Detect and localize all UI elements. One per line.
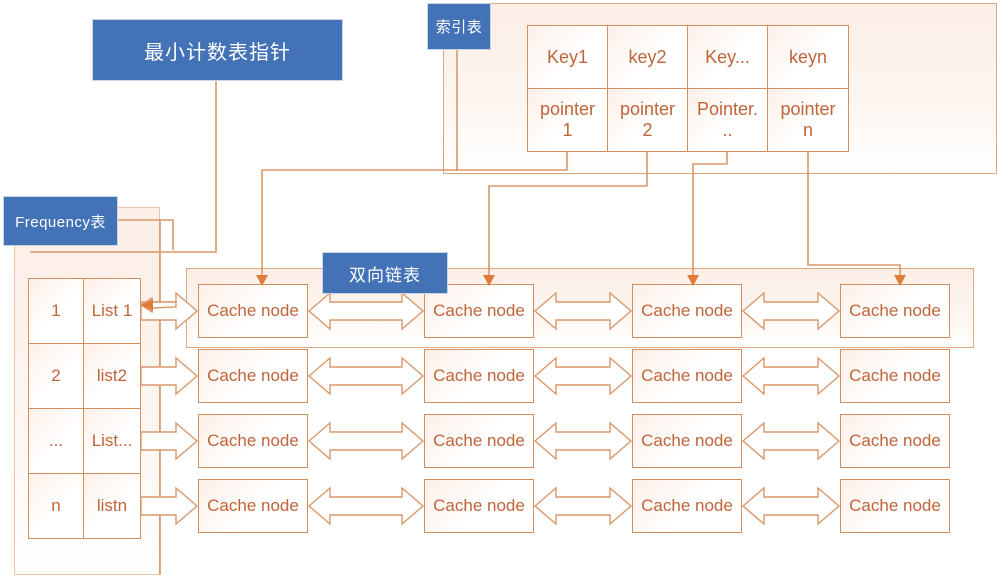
frequency-list-cell-1: List 1: [83, 278, 141, 344]
cache-node-r2-c2: Cache node: [424, 349, 534, 403]
cache-node-label: Cache node: [849, 496, 941, 516]
double-arrow-r4-1-2: [307, 486, 425, 526]
index-pointer-cell-3: Pointer. ..: [687, 88, 768, 152]
cache-node-label: Cache node: [207, 301, 299, 321]
label-min-count-pointer: 最小计数表指针: [92, 19, 343, 81]
cache-node-label: Cache node: [641, 431, 733, 451]
cache-node-label: Cache node: [207, 431, 299, 451]
index-pointer-text-2a: pointer: [619, 99, 676, 120]
double-arrow-r1-2-3: [533, 291, 633, 331]
double-arrow-r2-3-4: [741, 356, 841, 396]
cache-node-label: Cache node: [641, 301, 733, 321]
frequency-count-text-2: 2: [51, 366, 61, 386]
cache-node-r4-c3: Cache node: [632, 479, 742, 533]
cache-node-r4-c1: Cache node: [198, 479, 308, 533]
arrowhead-pointer-2: [483, 275, 495, 286]
index-key-text-4: keyn: [788, 46, 828, 67]
line-min-count-pointer: [30, 79, 217, 253]
cache-node-r1-c4: Cache node: [840, 284, 950, 338]
index-pointer-text-1a: pointer: [539, 99, 596, 120]
cache-node-label: Cache node: [849, 366, 941, 386]
line-pointer-1: [261, 152, 568, 283]
index-pointer-text-2b: 2: [642, 120, 653, 140]
line-frequency-label-stem: [116, 219, 174, 250]
frequency-list-text-3: List...: [91, 431, 133, 451]
double-arrow-r1-1-2: [307, 291, 425, 331]
double-arrow-r4-3-4: [741, 486, 841, 526]
cache-node-r1-c2: Cache node: [424, 284, 534, 338]
frequency-count-text-1: 1: [51, 301, 61, 321]
index-key-cell-4: keyn: [767, 25, 849, 89]
double-arrow-r2-2-3: [533, 356, 633, 396]
cache-node-r3-c3: Cache node: [632, 414, 742, 468]
arrowhead-pointer-n: [894, 275, 906, 286]
cache-node-label: Cache node: [849, 301, 941, 321]
cache-node-label: Cache node: [433, 301, 525, 321]
label-frequency-table-text: Frequency表: [15, 213, 106, 231]
frequency-count-cell-1: 1: [28, 278, 84, 344]
double-arrow-r3-1-2: [307, 421, 425, 461]
frequency-count-text-4: n: [51, 496, 61, 516]
frequency-list-text-4: listn: [96, 496, 128, 516]
line-pointer-3: [692, 152, 728, 283]
index-key-text-3: Key...: [705, 46, 750, 67]
index-key-cell-2: key2: [607, 25, 688, 89]
block-arrow-freq-to-node-4: [140, 486, 199, 526]
cache-node-label: Cache node: [641, 366, 733, 386]
cache-node-r2-c4: Cache node: [840, 349, 950, 403]
line-pointer-2: [488, 152, 648, 283]
cache-node-label: Cache node: [433, 431, 525, 451]
label-frequency-table: Frequency表: [3, 196, 118, 246]
cache-node-r1-c3: Cache node: [632, 284, 742, 338]
double-arrow-r2-1-2: [307, 356, 425, 396]
block-arrow-freq-to-node-3: [140, 421, 199, 461]
index-pointer-text-4b: n: [802, 120, 813, 140]
frequency-count-cell-2: 2: [28, 343, 84, 409]
label-index-table-text: 索引表: [435, 19, 483, 36]
frequency-list-text-2: list2: [96, 366, 128, 386]
label-min-count-pointer-text: 最小计数表指针: [144, 41, 291, 64]
arrowhead-node-to-list1: [141, 299, 153, 311]
label-index-table: 索引表: [427, 3, 491, 50]
frequency-list-cell-4: listn: [83, 473, 141, 539]
block-arrow-freq-to-node-2: [140, 356, 199, 396]
index-pointer-text-1b: 1: [562, 120, 573, 140]
cache-node-label: Cache node: [433, 366, 525, 386]
index-pointer-text-3a: Pointer.: [696, 99, 759, 120]
arrowhead-pointer-3: [687, 275, 699, 286]
arrowhead-pointer-1: [256, 275, 268, 286]
index-key-text-1: Key1: [546, 46, 589, 67]
cache-node-r1-c1: Cache node: [198, 284, 308, 338]
index-pointer-text-3b: ..: [722, 120, 733, 140]
frequency-count-cell-3: ...: [28, 408, 84, 474]
cache-node-label: Cache node: [207, 496, 299, 516]
cache-node-r4-c2: Cache node: [424, 479, 534, 533]
label-doubly-linked-list: 双向链表: [322, 252, 448, 294]
cache-node-label: Cache node: [849, 431, 941, 451]
cache-node-r4-c4: Cache node: [840, 479, 950, 533]
cache-node-r2-c1: Cache node: [198, 349, 308, 403]
index-pointer-cell-1: pointer 1: [527, 88, 608, 152]
index-key-text-2: key2: [628, 46, 667, 67]
double-arrow-r3-3-4: [741, 421, 841, 461]
frequency-list-cell-2: list2: [83, 343, 141, 409]
cache-node-label: Cache node: [641, 496, 733, 516]
index-pointer-text-4a: pointer: [780, 99, 836, 120]
frequency-list-text-1: List 1: [91, 301, 133, 321]
cache-node-r2-c3: Cache node: [632, 349, 742, 403]
index-pointer-cell-4: pointer n: [767, 88, 849, 152]
cache-node-r3-c4: Cache node: [840, 414, 950, 468]
double-arrow-r3-2-3: [533, 421, 633, 461]
label-doubly-linked-list-text: 双向链表: [349, 265, 421, 285]
double-arrow-r4-2-3: [533, 486, 633, 526]
double-arrow-r1-3-4: [741, 291, 841, 331]
frequency-count-text-3: ...: [48, 431, 64, 451]
cache-node-r3-c1: Cache node: [198, 414, 308, 468]
line-pointer-n: [807, 152, 901, 283]
cache-node-r3-c2: Cache node: [424, 414, 534, 468]
cache-node-label: Cache node: [207, 366, 299, 386]
cache-node-label: Cache node: [433, 496, 525, 516]
